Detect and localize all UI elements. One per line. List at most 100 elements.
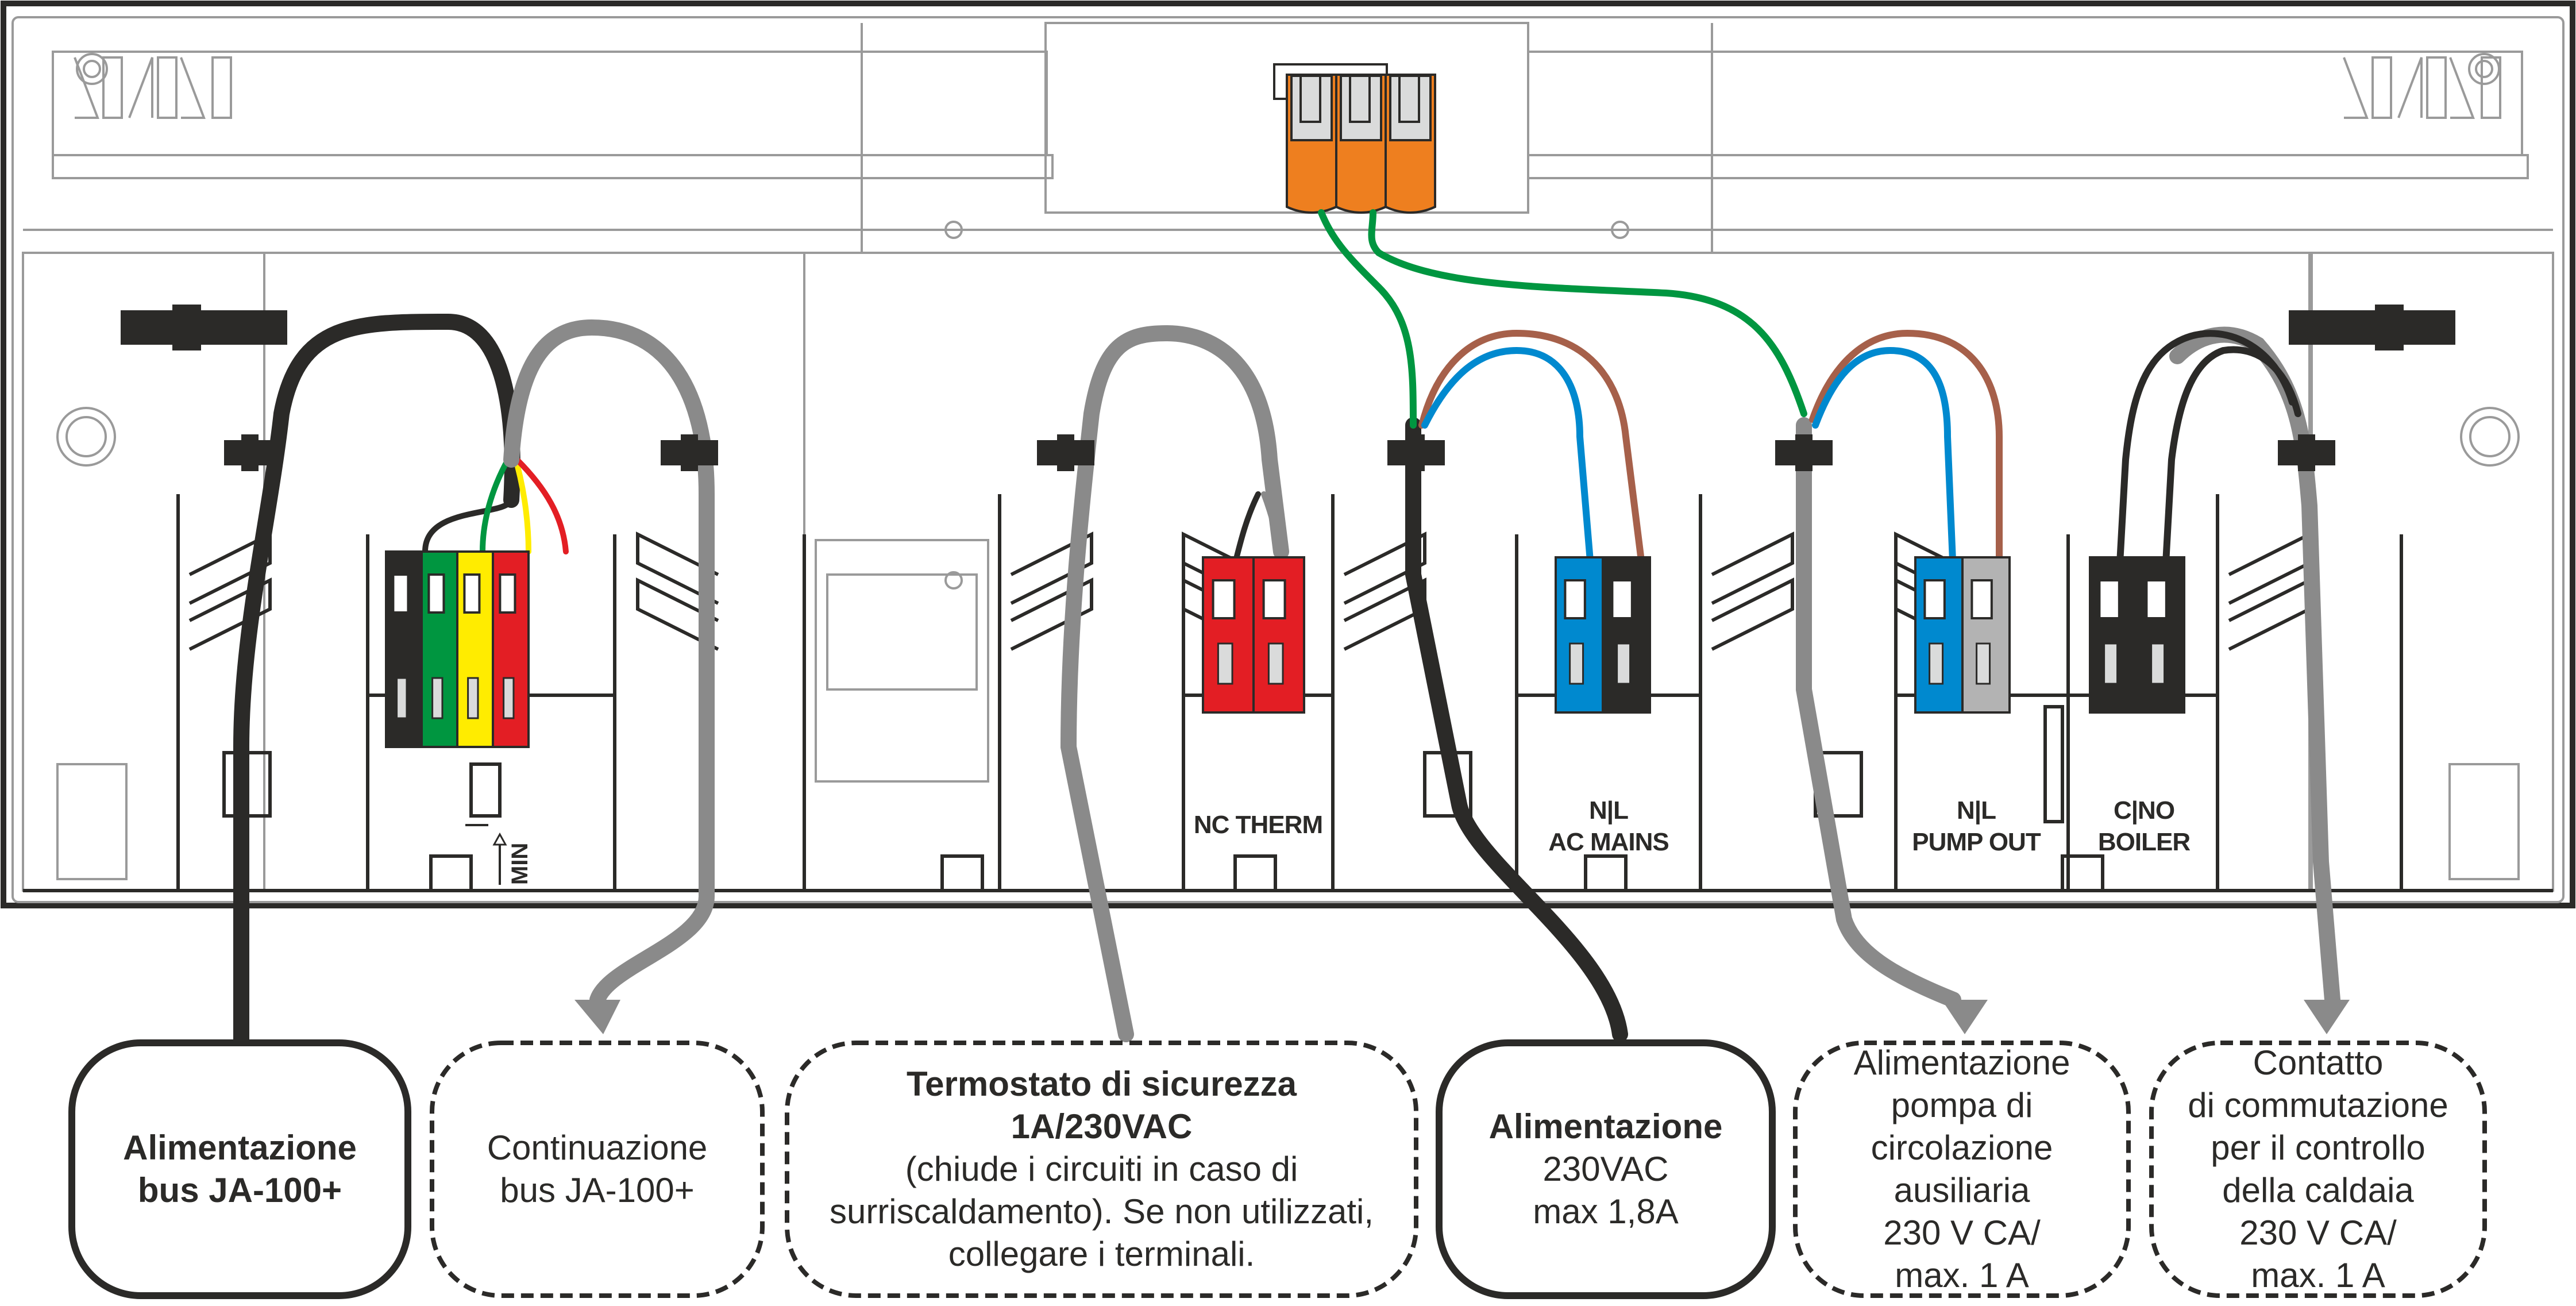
callout-box-dashed	[430, 1041, 765, 1298]
callout-text-line: Termostato di sicurezza	[907, 1065, 1297, 1103]
terminal-block-nc-therm	[1202, 556, 1305, 714]
wire-mains-blue	[1421, 346, 1595, 578]
cable-tie-top	[121, 305, 2455, 350]
wire-entry-hole	[392, 573, 410, 614]
terminal-pole-lightgray[interactable]	[1961, 556, 2011, 714]
release-lever[interactable]	[1217, 642, 1233, 685]
terminal-label-ac-mains: AC MAINS	[1548, 828, 1669, 856]
wago-pole	[1286, 74, 1337, 214]
callout-text-line: collegare i terminali.	[948, 1235, 1255, 1273]
terminal-label-nc-therm: NC THERM	[1194, 811, 1322, 839]
min-marker: MIN	[465, 824, 533, 885]
wire-pump-blue	[1812, 346, 1957, 578]
terminal-pole-black[interactable]	[1602, 556, 1651, 714]
callout-box-dashed	[1793, 1041, 2131, 1298]
callout-text-line: (chiude i circuiti in caso di	[905, 1150, 1298, 1188]
callout-bus-continuation: Continuazione bus JA-100+	[430, 1041, 765, 1298]
terminal-block-boiler	[2089, 556, 2185, 714]
callout-box-solid	[1436, 1039, 1776, 1299]
callout-text-line: 230 V CA/	[1883, 1213, 2041, 1252]
release-lever[interactable]	[2103, 642, 2119, 685]
wire-entry-hole	[1923, 579, 1946, 619]
wire-entry-hole	[463, 573, 481, 614]
callout-box-solid	[68, 1039, 411, 1299]
callout-box-dashed	[785, 1041, 1418, 1298]
wire-bus-continuation	[503, 319, 715, 1008]
min-label: MIN	[507, 843, 533, 885]
release-lever[interactable]	[1976, 642, 1991, 685]
wire-bus-red	[514, 457, 569, 554]
arrow-bus-continuation	[574, 1000, 620, 1034]
wire-bus-black	[422, 497, 514, 554]
callout-text-line: Alimentazione	[123, 1128, 357, 1167]
callout-text-line: circolazione	[1871, 1128, 2053, 1167]
wires	[233, 209, 2350, 1048]
release-lever[interactable]	[2150, 642, 2166, 685]
terminal-block-pump-out	[1914, 556, 2011, 714]
wire-therm-black	[1232, 491, 1261, 566]
callout-text-line: 230 V CA/	[2239, 1213, 2397, 1252]
callout-text-line: max. 1 A	[1895, 1256, 2029, 1295]
wire-entry-hole	[1611, 579, 1633, 619]
callout-boiler-contact: Contatto di commutazione per il controllo d…	[2149, 1041, 2487, 1298]
callout-text-line: ausiliaria	[1894, 1171, 2030, 1209]
wire-entry-hole	[499, 573, 516, 614]
wire-mains-green	[1318, 209, 1417, 429]
wire-entry-hole	[1564, 579, 1586, 619]
callout-text-line: Alimentazione	[1854, 1043, 2070, 1082]
wire-therm-gray	[1261, 491, 1284, 566]
wire-entry-hole	[427, 573, 445, 614]
callout-text-line: Contatto	[2253, 1043, 2384, 1082]
terminal-poles	[385, 550, 2185, 748]
wire-entry-hole	[2098, 579, 2120, 619]
wire-bus-power	[233, 313, 520, 1048]
callout-pump-power: Alimentazione pompa di circolazione ausilia…	[1793, 1041, 2131, 1298]
wire-entry-hole	[1262, 579, 1286, 619]
terminal-block-bus	[385, 550, 530, 748]
release-lever[interactable]	[1569, 642, 1584, 685]
wago-connector	[1273, 63, 1436, 214]
callout-text-line: surriscaldamento). Se non utilizzati,	[830, 1192, 1374, 1231]
release-lever[interactable]	[1267, 642, 1284, 685]
release-lever[interactable]	[503, 677, 515, 719]
callout-text-line: della caldaia	[2222, 1171, 2414, 1209]
wago-pole	[1335, 74, 1387, 214]
arrow-boiler-contact	[2304, 1000, 2350, 1034]
wire-entry-hole	[2145, 579, 2168, 619]
callout-text-line: di commutazione	[2188, 1086, 2448, 1124]
callout-text-line: per il controllo	[2211, 1128, 2425, 1167]
callouts: Alimentazione bus JA-100+ Continuazione bus…	[68, 1039, 2487, 1299]
wire-pump-brown	[1809, 329, 2003, 578]
wire-safety-thermostat	[1060, 325, 1289, 1042]
callout-safety-thermostat: Termostato di sicurezza1A/230VAC(chiude …	[785, 1041, 1418, 1298]
terminal-block-ac-mains	[1555, 556, 1651, 714]
release-lever[interactable]	[396, 677, 408, 719]
terminal-label-ac-mains-pins: N|L	[1589, 796, 1628, 825]
callout-box-dashed	[2149, 1041, 2487, 1298]
terminal-label-pump-out-pins: N|L	[1957, 796, 1996, 825]
wire-pump-green	[1368, 209, 1807, 417]
wire-entry-hole	[1970, 579, 1993, 619]
wago-pole	[1385, 74, 1436, 214]
callout-text-line: max 1,8A	[1533, 1192, 1678, 1231]
release-lever[interactable]	[431, 677, 444, 719]
terminal-labels: NC THERM N|L AC MAINS N|L PUMP OUT C|NO …	[1194, 796, 2191, 856]
callout-text-line: max. 1 A	[2251, 1256, 2385, 1295]
release-lever[interactable]	[1616, 642, 1632, 685]
release-lever[interactable]	[467, 677, 479, 719]
cable-ties	[224, 434, 2335, 471]
callout-text-line: pompa di	[1891, 1086, 2033, 1124]
wire-pump-power	[1796, 417, 1961, 1008]
callout-text-line: bus JA-100+	[138, 1171, 342, 1209]
terminal-label-boiler: BOILER	[2098, 828, 2190, 856]
callout-text-line: 230VAC	[1542, 1150, 1668, 1188]
callout-text-line: Continuazione	[487, 1128, 708, 1167]
release-lever[interactable]	[1929, 642, 1944, 685]
terminal-label-boiler-pins: C|NO	[2114, 796, 2174, 825]
wire-mains-brown	[1418, 329, 1646, 578]
arrow-pump-power	[1942, 1000, 1988, 1034]
callout-text-line: bus JA-100+	[500, 1171, 695, 1209]
callout-text-line: Alimentazione	[1489, 1107, 1723, 1146]
wire-entry-hole	[1212, 579, 1236, 619]
